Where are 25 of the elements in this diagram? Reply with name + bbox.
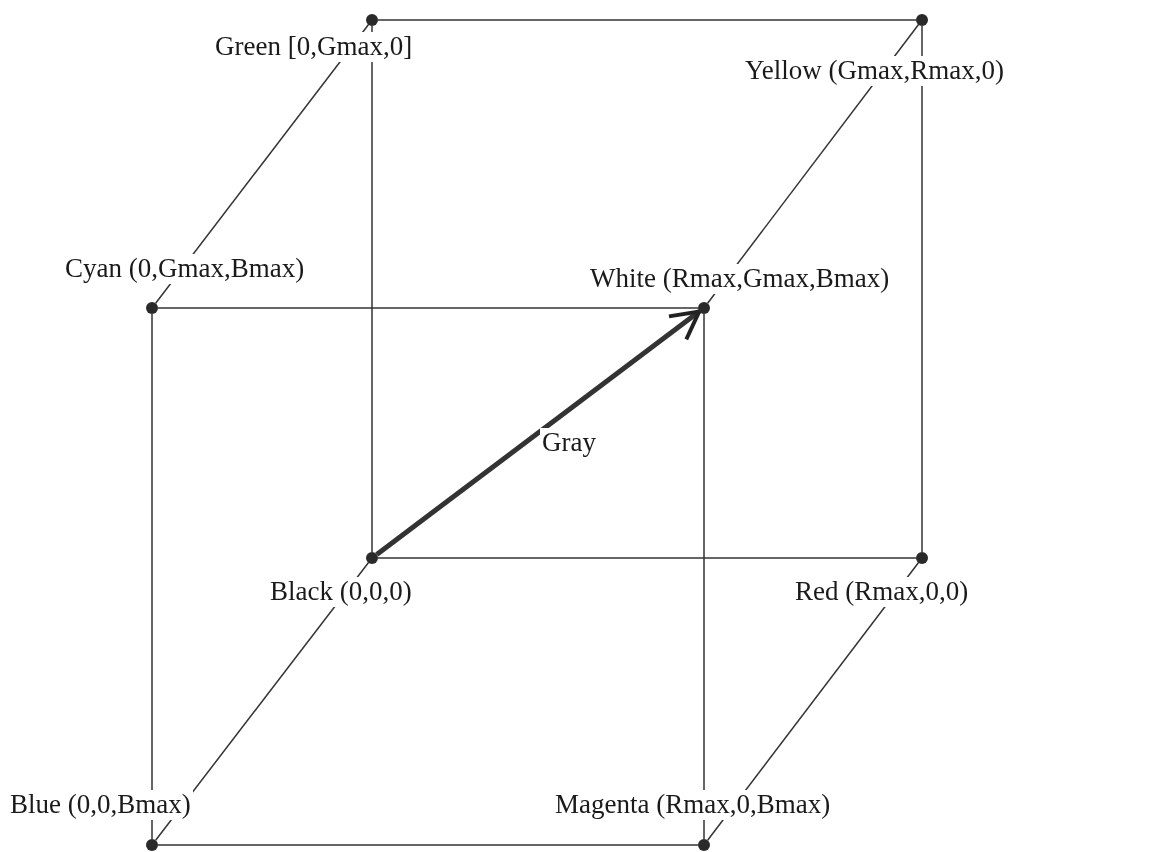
vertex-dot (698, 839, 710, 851)
arrow (375, 309, 702, 557)
cube-edge-line (157, 844, 699, 846)
vertex-dot (366, 552, 378, 564)
vertex-label: Red (Rmax,0,0) (793, 577, 971, 607)
vertex-label: White (Rmax,Gmax,Bmax) (588, 264, 892, 294)
vertex-label: Cyan (0,Gmax,Bmax) (63, 254, 307, 284)
vertex-dot (146, 839, 158, 851)
vertex-label: Blue (0,0,Bmax) (8, 790, 193, 820)
vertex-label: Black (0,0,0) (268, 577, 414, 607)
cube-edge-line (703, 313, 705, 840)
vertex-dot (916, 552, 928, 564)
cube-edge-line (377, 19, 917, 21)
cube-edge-line (151, 313, 153, 840)
cube-edge-line (371, 25, 373, 553)
vertex-dot (916, 14, 928, 26)
cube-edge-line (157, 307, 699, 309)
vertex-label: Yellow (Gmax,Rmax,0) (743, 56, 1006, 86)
vertex-dot (366, 14, 378, 26)
cube-edge-line (377, 557, 917, 559)
cube-edge-line (921, 25, 923, 553)
edge-label: Gray (540, 428, 598, 458)
vertex-dot (698, 302, 710, 314)
vertex-dot (146, 302, 158, 314)
vertex-label: Magenta (Rmax,0,Bmax) (553, 790, 833, 820)
